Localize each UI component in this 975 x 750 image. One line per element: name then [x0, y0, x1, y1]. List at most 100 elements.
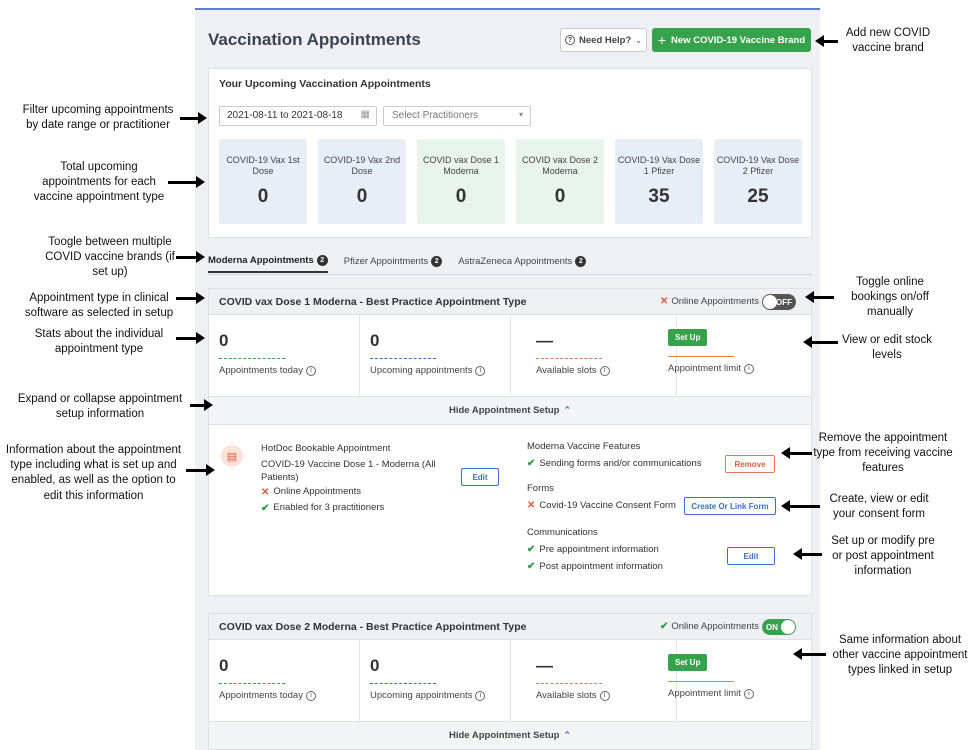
annotation-prepost: Set up or modify pre or post appointment…: [831, 535, 935, 578]
vaccination-app-panel: Vaccination Appointments ? Need Help? ⌄ …: [195, 8, 820, 750]
date-range-value: 2021-08-11 to 2021-08-18: [227, 110, 343, 121]
caret-down-icon: ▾: [518, 110, 523, 119]
tab-label: Moderna Appointments: [208, 254, 314, 266]
section-title: COVID vax Dose 1 Moderna - Best Practice…: [219, 295, 527, 308]
hide-setup-toggle[interactable]: Hide Appointment Setup ⌃: [209, 397, 811, 425]
communications-group: Communications ✔Pre appointment informat…: [527, 527, 807, 572]
arrow-right-icon: [190, 399, 213, 411]
appointment-type-section-dose1: COVID vax Dose 1 Moderna - Best Practice…: [208, 288, 812, 596]
tab-label: Pfizer Appointments: [343, 255, 429, 267]
set-up-button[interactable]: Set Up: [668, 654, 708, 671]
annotation-filter: Filter upcoming appointments by date ran…: [22, 104, 174, 132]
arrow-right-icon: [176, 251, 205, 263]
create-or-link-form-button[interactable]: Create Or Link Form: [684, 497, 776, 515]
forms-group: Forms ✕Covid-19 Vaccine Consent Form Cre…: [527, 483, 807, 515]
stat-label: Available slots: [536, 690, 597, 701]
chevron-down-icon: ⌄: [635, 35, 642, 45]
tile-label: COVID-19 Vax 1st Dose: [226, 155, 300, 177]
tab-count-badge: 2: [431, 255, 443, 267]
stat-underline: [536, 683, 602, 684]
annotation-totals: Total upcoming appointments for each vac…: [33, 161, 165, 204]
stat-value: 0: [219, 331, 229, 350]
appointment-tiles: COVID-19 Vax 1st Dose 0 COVID-19 Vax 2nd …: [219, 139, 802, 224]
check-icon: ✔: [527, 561, 536, 572]
annotation-info: Information about the appointment type i…: [5, 444, 182, 502]
hide-setup-label: Hide Appointment Setup: [448, 405, 560, 416]
online-status-row: ✕Online Appointments: [261, 486, 511, 500]
section-header: COVID vax Dose 2 Moderna - Best Practice…: [209, 614, 811, 640]
chevron-up-icon: ⌃: [563, 730, 572, 740]
remove-button[interactable]: Remove: [725, 455, 775, 473]
info-icon[interactable]: i: [475, 365, 486, 376]
chevron-up-icon: ⌃: [563, 405, 572, 415]
stat-value: —: [536, 331, 553, 350]
need-help-button[interactable]: ? Need Help? ⌄: [560, 28, 647, 52]
stat-label: Upcoming appointments: [370, 365, 473, 376]
features-group: Moderna Vaccine Features ✔Sending forms …: [527, 441, 807, 473]
practitioner-select[interactable]: Select Practitioners ▾: [383, 106, 531, 126]
edit-bookable-button[interactable]: Edit: [461, 468, 499, 486]
info-icon[interactable]: i: [305, 365, 316, 376]
features-item-row: ✔Sending forms and/or communications: [527, 458, 807, 469]
annotation-stats: Stats about the individual appointment t…: [34, 328, 164, 356]
check-icon: ✔: [261, 502, 270, 514]
arrow-left-icon: [803, 336, 838, 348]
info-icon[interactable]: i: [599, 365, 610, 376]
arrow-right-icon: [186, 464, 215, 476]
stat-underline: [668, 681, 734, 682]
info-icon[interactable]: i: [475, 690, 486, 701]
annotation-toggle-brands: Toogle between multiple COVID vaccine br…: [45, 236, 175, 279]
appointment-setup-details: ▤ HotDoc Bookable Appointment COVID-19 V…: [209, 425, 811, 595]
cross-icon: ✕: [527, 500, 536, 511]
new-vaccine-brand-button[interactable]: + New COVID-19 Vaccine Brand: [652, 28, 811, 52]
online-appointments-status: ✕ Online Appointments: [660, 296, 759, 307]
edit-communications-button[interactable]: Edit: [727, 547, 775, 565]
arrow-right-icon: [180, 112, 207, 124]
online-toggle[interactable]: ON: [762, 619, 796, 635]
info-icon[interactable]: i: [305, 690, 316, 701]
section-title: COVID vax Dose 2 Moderna - Best Practice…: [219, 620, 527, 633]
online-label: Online Appointments: [671, 296, 759, 307]
calendar-icon: ▦: [360, 109, 370, 120]
need-help-label: Need Help?: [579, 34, 632, 46]
tab-count-badge: 2: [316, 254, 328, 266]
comms-post: Post appointment information: [539, 561, 663, 572]
stat-label: Appointment limit: [668, 688, 741, 699]
info-icon[interactable]: i: [599, 690, 610, 701]
calendar-icon: ▤: [221, 445, 243, 467]
info-icon[interactable]: i: [743, 688, 754, 699]
tile-value: 0: [455, 186, 467, 207]
date-range-field[interactable]: 2021-08-11 to 2021-08-18 ▦: [219, 106, 377, 126]
info-icon[interactable]: i: [743, 363, 754, 374]
annotation-expand: Expand or collapse appointment setup inf…: [17, 393, 183, 421]
set-up-button[interactable]: Set Up: [668, 329, 708, 346]
comms-post-row: ✔Post appointment information: [527, 561, 807, 572]
cross-icon: ✕: [261, 487, 270, 499]
arrow-right-icon: [176, 292, 205, 304]
stat-underline: [219, 358, 285, 359]
online-item: Online Appointments: [273, 486, 362, 498]
stat-value: —: [536, 656, 553, 675]
online-toggle[interactable]: OFF: [762, 294, 796, 310]
bookable-heading: HotDoc Bookable Appointment: [261, 443, 391, 454]
plus-icon: +: [657, 32, 667, 48]
cross-icon: ✕: [659, 296, 669, 307]
communications-heading: Communications: [527, 527, 598, 538]
hide-setup-toggle[interactable]: Hide Appointment Setup ⌃: [209, 722, 811, 750]
